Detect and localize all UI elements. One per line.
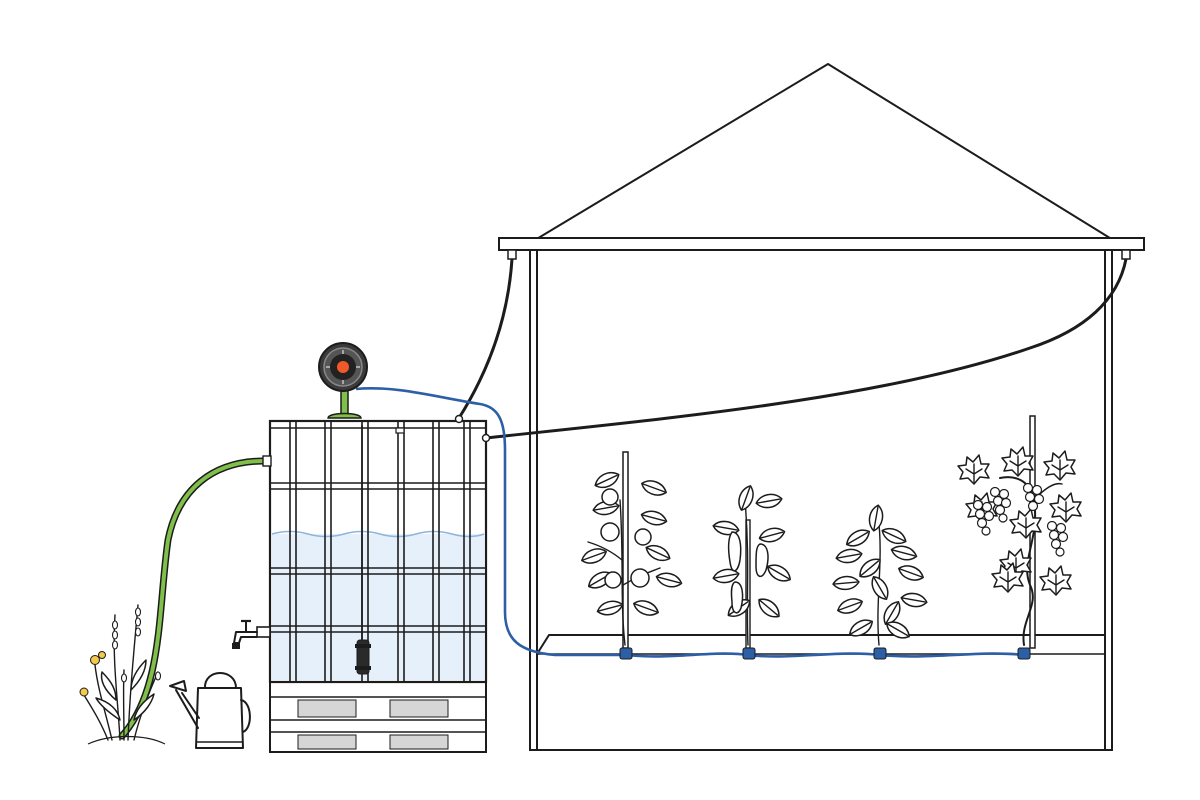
drip-emitter-icon [619, 647, 1031, 660]
pallet [269, 681, 487, 753]
greenhouse-frame [529, 249, 1113, 751]
tank-lid [395, 427, 405, 434]
watering-can-icon [169, 672, 251, 749]
gutter-outlet-left [507, 249, 517, 260]
timer-indicator [337, 361, 349, 373]
water-surface-line [271, 530, 485, 538]
rain-downpipe-left [457, 258, 514, 419]
greenhouse-gutter [498, 237, 1145, 260]
ibc-tank [268, 419, 488, 684]
rain-downpipe-right [485, 258, 1128, 440]
drip-line [627, 652, 1025, 658]
irrigation-timer-icon [318, 342, 368, 419]
greenhouse-roof [529, 63, 1119, 244]
tomato-plant [578, 451, 684, 649]
hose-connector [262, 455, 272, 467]
wildflowers [79, 604, 166, 745]
pepper-plant [711, 482, 795, 649]
grape-vine [957, 415, 1082, 649]
tank-water [272, 534, 484, 680]
cucumber-plant [831, 503, 929, 646]
grape-clusters [972, 482, 1069, 557]
tank-cage [270, 421, 486, 682]
inlet-fitting-side [481, 433, 491, 443]
water-tap-icon [232, 619, 271, 649]
submersible-pump-icon [355, 639, 371, 675]
inlet-fitting [454, 414, 464, 424]
drip-supply-hose [355, 387, 628, 657]
greenhouse [498, 63, 1145, 751]
gutter-outlet-right [1121, 249, 1131, 260]
